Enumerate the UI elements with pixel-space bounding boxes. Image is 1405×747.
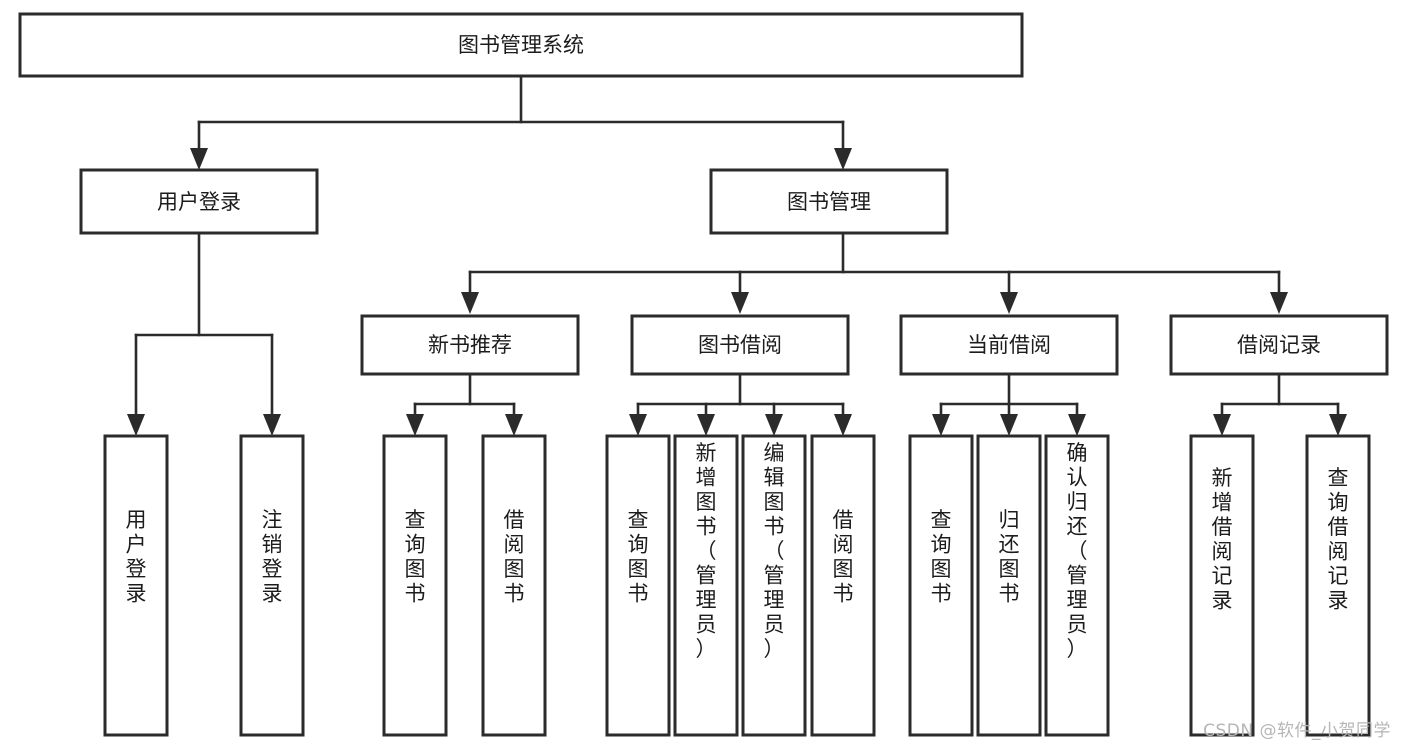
- arrowhead-nb-leaf2: [505, 414, 523, 436]
- node-borrow-record[interactable]: 借阅记录: [1169, 314, 1389, 376]
- node-book-manage-label: 图书管理: [787, 190, 871, 214]
- connector-group-book-manage: [461, 231, 1288, 314]
- leaf-nb-query-book-label: 查询图书: [405, 508, 426, 606]
- leaf-bb-query-book-label: 查询图书: [628, 508, 649, 606]
- leaf-nb-query-book-box[interactable]: [382, 434, 448, 737]
- arrowhead-book-borrow: [731, 292, 749, 314]
- node-current-borrow-label: 当前借阅: [967, 333, 1051, 357]
- node-book-borrow[interactable]: 图书借阅: [630, 314, 850, 376]
- leaf-cb-return-book-label: 归还图书: [999, 508, 1020, 606]
- leaf-node[interactable]: 确认归还（管理员）: [1044, 434, 1110, 737]
- leaf-bb-edit-book-label: 编辑图书（管理员）: [764, 441, 785, 661]
- leaf-user-login-box[interactable]: [103, 434, 169, 737]
- node-current-borrow-box[interactable]: [899, 314, 1119, 376]
- node-root-box[interactable]: [18, 12, 1024, 78]
- leaf-node[interactable]: 查询图书: [382, 434, 448, 737]
- node-new-book-recommend-box[interactable]: [360, 314, 580, 376]
- node-new-book-recommend-label: 新书推荐: [428, 333, 512, 357]
- arrowhead-bb-leaf3: [765, 414, 783, 436]
- leaf-cb-return-book-box[interactable]: [976, 434, 1042, 737]
- leaf-node[interactable]: 查询图书: [605, 434, 671, 737]
- leaf-node[interactable]: 新增图书（管理员）: [673, 434, 739, 737]
- arrowhead-nb-leaf1: [406, 414, 424, 436]
- node-book-manage[interactable]: 图书管理: [709, 168, 949, 235]
- leaf-cb-confirm-return-label: 确认归还（管理员）: [1067, 441, 1088, 661]
- arrowhead-bb-leaf1: [629, 414, 647, 436]
- node-book-manage-box[interactable]: [709, 168, 949, 235]
- connector-group-user-login: [127, 231, 281, 436]
- connector-group-borrow-record: [1213, 372, 1347, 436]
- leaf-node[interactable]: 查询图书: [908, 434, 974, 737]
- leaf-node[interactable]: 借阅图书: [810, 434, 876, 737]
- leaf-br-query-record-box[interactable]: [1305, 434, 1371, 737]
- leaf-node[interactable]: 查询借阅记录: [1305, 434, 1371, 737]
- leaf-cb-query-book-label: 查询图书: [931, 508, 952, 606]
- node-book-borrow-label: 图书借阅: [698, 333, 782, 357]
- arrowhead-br-leaf1: [1213, 414, 1231, 436]
- node-user-login[interactable]: 用户登录: [79, 168, 319, 235]
- node-user-login-box[interactable]: [79, 168, 319, 235]
- leaf-node[interactable]: 借阅图书: [481, 434, 547, 737]
- node-user-login-label: 用户登录: [157, 190, 241, 214]
- watermark-text: CSDN @软件_小贺同学: [1203, 721, 1391, 741]
- leaf-nb-borrow-book-label: 借阅图书: [504, 508, 525, 606]
- leaf-bb-edit-book-box[interactable]: [741, 434, 807, 737]
- arrowhead-br-leaf2: [1329, 414, 1347, 436]
- node-new-book-recommend[interactable]: 新书推荐: [360, 314, 580, 376]
- arrowhead-new-book: [461, 292, 479, 314]
- leaf-cb-confirm-return-box[interactable]: [1044, 434, 1110, 737]
- arrowhead-borrow-record: [1270, 292, 1288, 314]
- node-root[interactable]: 图书管理系统: [18, 12, 1024, 78]
- arrowhead-bb-leaf4: [834, 414, 852, 436]
- leaf-bb-borrow-book-box[interactable]: [810, 434, 876, 737]
- leaf-br-add-record-box[interactable]: [1189, 434, 1255, 737]
- arrowhead-book-manage: [834, 148, 852, 170]
- leaf-cb-query-book-box[interactable]: [908, 434, 974, 737]
- connector-group-book-borrow: [629, 372, 852, 436]
- leaf-logout-label: 注销登录: [262, 508, 283, 606]
- leaf-bb-add-book-label: 新增图书（管理员）: [696, 441, 717, 661]
- leaf-bb-borrow-book-label: 借阅图书: [833, 508, 854, 606]
- leaf-node[interactable]: 用户登录: [103, 434, 169, 737]
- leaf-nb-borrow-book-box[interactable]: [481, 434, 547, 737]
- node-borrow-record-box[interactable]: [1169, 314, 1389, 376]
- leaf-logout-box[interactable]: [239, 434, 305, 737]
- connector-group-new-book: [406, 372, 523, 436]
- leaf-br-add-record-label: 新增借阅记录: [1212, 466, 1233, 613]
- arrowhead-cb-leaf3: [1068, 414, 1086, 436]
- leaf-node[interactable]: 注销登录: [239, 434, 305, 737]
- arrowhead-leaf-user-login: [127, 414, 145, 436]
- arrowhead-cb-leaf2: [1000, 414, 1018, 436]
- node-borrow-record-label: 借阅记录: [1237, 333, 1321, 357]
- leaf-bb-query-book-box[interactable]: [605, 434, 671, 737]
- leaf-node[interactable]: 编辑图书（管理员）: [741, 434, 807, 737]
- node-root-label: 图书管理系统: [458, 33, 584, 57]
- connector-group-current-borrow: [932, 372, 1086, 436]
- leaf-node[interactable]: 新增借阅记录: [1189, 434, 1255, 737]
- arrowhead-current-borrow: [1000, 292, 1018, 314]
- node-current-borrow[interactable]: 当前借阅: [899, 314, 1119, 376]
- node-book-borrow-box[interactable]: [630, 314, 850, 376]
- leaf-user-login-label: 用户登录: [126, 508, 147, 606]
- arrowhead-bb-leaf2: [697, 414, 715, 436]
- leaf-node[interactable]: 归还图书: [976, 434, 1042, 737]
- arrowhead-cb-leaf1: [932, 414, 950, 436]
- leaf-br-query-record-label: 查询借阅记录: [1328, 466, 1349, 613]
- leaf-bb-add-book-box[interactable]: [673, 434, 739, 737]
- arrowhead-user-login: [190, 148, 208, 170]
- arrowhead-leaf-logout: [263, 414, 281, 436]
- connector-group-root: [190, 74, 852, 170]
